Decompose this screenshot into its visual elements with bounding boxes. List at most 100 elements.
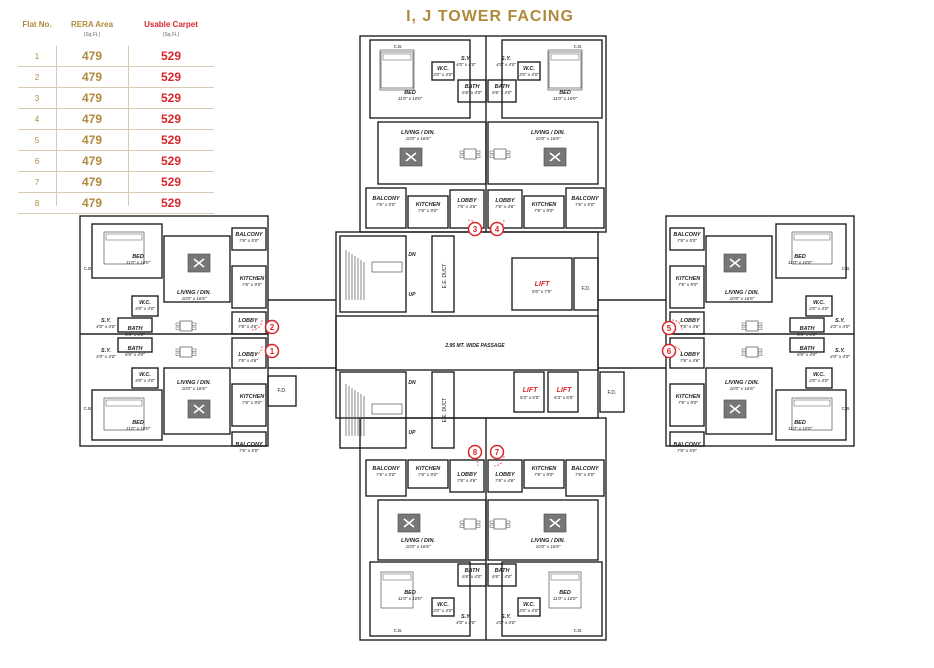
cb-label: C.B. <box>84 406 93 411</box>
room-size: 4'0" x 4'0" <box>496 62 516 67</box>
room-size: 7'6" x 9'0" <box>534 208 554 213</box>
room-name: BALCONY <box>372 196 401 202</box>
left-upper-balcony <box>231 227 267 251</box>
lift-label: LIFT <box>535 281 550 288</box>
cell-rera: 479 <box>81 154 103 168</box>
right-upper-balcony <box>669 227 705 251</box>
wc-left-lower <box>131 367 159 389</box>
room-name: S.Y. <box>101 318 111 324</box>
cell-carpet: 529 <box>160 133 182 147</box>
duct-label: E.E. DUCT <box>442 264 448 289</box>
pillow-icon <box>550 573 580 581</box>
top-left-living <box>377 121 487 185</box>
bottom-right-bedroom <box>501 561 603 637</box>
dining-table-icon <box>745 346 759 358</box>
room-size: 7'6" x 9'0" <box>418 208 438 213</box>
pillow-icon <box>793 233 831 241</box>
room-name: KITCHEN <box>532 202 557 208</box>
room-size: 4'0" x 4'0" <box>456 620 476 625</box>
room-name: LIVING / DIN. <box>177 290 211 296</box>
room-name: BALCONY <box>235 232 264 238</box>
cell-carpet: 529 <box>160 154 182 168</box>
rug-icon <box>193 258 205 268</box>
room-name: W.C. <box>437 66 449 72</box>
room-name: BED <box>132 254 144 260</box>
room-size: 7'6" x 9'0" <box>678 282 698 287</box>
room-size: 7'6" x 4'6" <box>457 204 477 209</box>
room-size: 3'0" x 4'0" <box>519 608 539 613</box>
header-rera-label: RERA Area <box>70 20 114 29</box>
room-name: S.Y. <box>835 318 845 324</box>
cell-flat: 5 <box>34 135 40 145</box>
dining-table-icon <box>463 518 477 530</box>
bed-icon <box>103 397 145 431</box>
chair-icon <box>191 326 197 330</box>
header-rera: RERA Area (Sq.Ft.) <box>56 20 128 46</box>
cell-carpet: 529 <box>160 175 182 189</box>
door-swing-icon <box>671 319 683 331</box>
left-upper-living <box>163 235 231 303</box>
chair-icon <box>505 154 511 158</box>
room-size: 6'6" x 4'0" <box>125 352 145 357</box>
left-lower-balcony <box>231 431 267 447</box>
duct-label: E.E. DUCT <box>442 398 448 423</box>
pillow-icon <box>793 399 831 407</box>
top-left-kitchen <box>407 195 449 229</box>
room-name: LIVING / DIN. <box>531 130 565 136</box>
left-lower-bedroom <box>91 389 163 441</box>
room-name: W.C. <box>813 372 825 378</box>
room-size: 7'6" x 4'6" <box>457 478 477 483</box>
room-size: 6'6" x 4'0" <box>492 574 512 579</box>
right-upper-living <box>705 235 773 303</box>
room-name: KITCHEN <box>240 276 265 282</box>
chair-icon <box>191 348 197 352</box>
room-name: W.C. <box>523 602 535 608</box>
room-name: LOBBY <box>238 318 259 324</box>
right-lower-kitchen <box>669 383 705 427</box>
left-lower-living <box>163 367 231 435</box>
chair-icon <box>475 154 481 158</box>
flat-marker <box>467 444 483 460</box>
chair-icon <box>489 154 495 158</box>
cb-label: C.B. <box>394 628 403 633</box>
pillow-icon <box>382 573 412 581</box>
room-size: 7'6" x 9'0" <box>242 282 262 287</box>
right-lower-bedroom <box>775 389 847 441</box>
room-name: S.Y. <box>835 348 845 354</box>
room-size: 11'0" x 10'0" <box>788 426 813 431</box>
flat-marker-label: 2 <box>270 323 275 332</box>
cell-flat: 7 <box>34 177 40 187</box>
room-size: 7'6" x 5'0" <box>677 448 697 453</box>
room-name: BED <box>559 590 571 596</box>
bottom-left-balcony <box>365 459 407 497</box>
flat-marker-label: 8 <box>473 448 478 457</box>
room-name: W.C. <box>437 602 449 608</box>
cell-flat: 1 <box>34 51 40 61</box>
left-upper-bedroom <box>91 223 163 279</box>
flat-marker <box>264 343 280 359</box>
dining-table-icon <box>493 518 507 530</box>
room-size: 10'0" x 16'6" <box>182 296 207 301</box>
flat-marker-label: 4 <box>495 225 500 234</box>
chair-icon <box>459 150 465 154</box>
chair-icon <box>175 348 181 352</box>
cb-label: C.B. <box>394 44 403 49</box>
room-size: 3'0" x 4'0" <box>809 378 829 383</box>
room-size: 3'0" x 4'0" <box>433 608 453 613</box>
chair-icon <box>505 524 511 528</box>
chair-icon <box>757 326 763 330</box>
room-name: S.Y. <box>461 614 471 620</box>
chair-icon <box>191 322 197 326</box>
room-name: LIVING / DIN. <box>725 290 759 296</box>
chair-icon <box>191 352 197 356</box>
table-header: Flat No. RERA Area (Sq.Ft.) Usable Carpe… <box>18 20 214 46</box>
lift-label: LIFT <box>523 387 538 394</box>
room-size: 4'0" x 4'0" <box>96 354 116 359</box>
door-swing-icon <box>251 345 263 357</box>
pillow-icon <box>105 399 143 407</box>
flat-marker-label: 5 <box>667 324 672 333</box>
wc-bottom-right <box>517 597 541 617</box>
header-carpet-label: Usable Carpet <box>144 20 198 29</box>
